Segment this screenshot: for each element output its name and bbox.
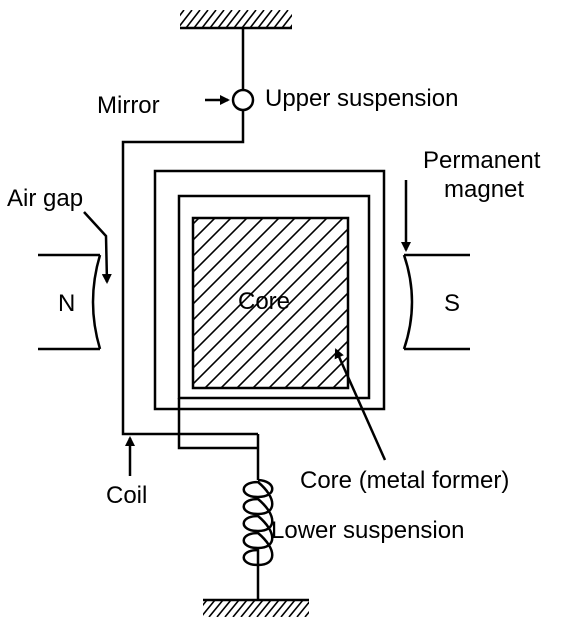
outer-frame — [153, 169, 386, 411]
hatch-line — [299, 339, 348, 388]
hatch-line — [304, 610, 309, 617]
hatch-line — [193, 218, 201, 226]
hatch-line — [193, 218, 233, 258]
hatch-line — [313, 600, 327, 617]
upper-fixed-support — [180, 10, 312, 30]
hatch-line — [203, 600, 216, 616]
mirror — [231, 88, 255, 112]
hatch-line — [257, 10, 273, 27]
lower-fixed-support — [203, 598, 327, 617]
hatch-line — [267, 307, 348, 388]
north-pole-piece — [38, 253, 102, 351]
hatch-line — [201, 10, 217, 27]
coil-frame — [177, 194, 371, 400]
hatch-line — [203, 243, 348, 388]
upper-suspension-label: Upper suspension — [265, 85, 458, 112]
hatch-line — [289, 24, 292, 27]
hatch-line — [240, 600, 256, 617]
hatch-line — [264, 600, 280, 617]
hatch-line — [331, 371, 348, 388]
hatch-line — [193, 218, 217, 242]
hatch-line — [249, 10, 265, 27]
air-gap-label: Air gap — [7, 185, 83, 212]
lower-suspension-spring — [242, 434, 274, 600]
lower-suspension-label: Lower suspension — [271, 517, 464, 544]
hatch-line — [185, 10, 201, 27]
hatch-line — [272, 600, 288, 617]
hatch-line — [233, 10, 249, 27]
hatch-line — [209, 10, 225, 27]
north-pole-label: N — [58, 290, 75, 317]
hatch-line — [347, 387, 348, 388]
hatch-line — [193, 227, 348, 386]
hatch-line — [180, 10, 193, 27]
hatch-line — [193, 218, 313, 338]
air-gap-arrow — [83, 211, 112, 284]
hatch-line — [193, 218, 297, 322]
coil-lead-lower — [177, 398, 258, 450]
south-pole-piece — [402, 253, 470, 351]
core-label: Core — [238, 288, 290, 315]
hatch-line — [281, 13, 292, 27]
hatch-line — [283, 323, 348, 388]
hatch-line — [193, 10, 209, 27]
hatch-line — [193, 218, 345, 370]
hatch-line — [235, 275, 348, 388]
hatch-line — [296, 601, 309, 617]
hatch-line — [216, 600, 232, 617]
hatch-line — [241, 10, 257, 27]
hatch-line — [248, 600, 264, 617]
coil-label: Coil — [106, 482, 147, 509]
hatch-line — [251, 291, 348, 388]
hatch-line — [203, 600, 208, 607]
hatch-line — [193, 218, 265, 290]
mirror-label: Mirror — [97, 92, 160, 119]
hatch-line — [273, 10, 289, 27]
hatch-line — [217, 10, 233, 27]
hatch-line — [298, 10, 312, 28]
hatch-line — [224, 600, 240, 617]
hatch-line — [232, 600, 248, 617]
hatch-line — [193, 218, 249, 274]
hatch-line — [288, 600, 304, 617]
hatch-line — [256, 600, 272, 617]
hatch-line — [208, 600, 224, 617]
hatch-line — [180, 10, 185, 17]
hatch-line — [219, 259, 348, 388]
coil-lead-upper — [121, 110, 258, 436]
core-metal-former-label: Core (metal former) — [300, 467, 509, 494]
permanent-magnet-label-line1: Permanent — [423, 147, 541, 174]
hatch-line — [265, 10, 281, 27]
hatch-line — [225, 10, 241, 27]
hatch-line — [280, 600, 296, 617]
hatch-line — [193, 218, 329, 354]
hatch-line — [0, 178, 223, 428]
core-metal-former-arrow — [334, 348, 387, 461]
south-pole-label: S — [444, 290, 460, 317]
permanent-magnet-label-line2: magnet — [444, 176, 524, 203]
core — [0, 178, 350, 428]
hatch-line — [315, 355, 348, 388]
